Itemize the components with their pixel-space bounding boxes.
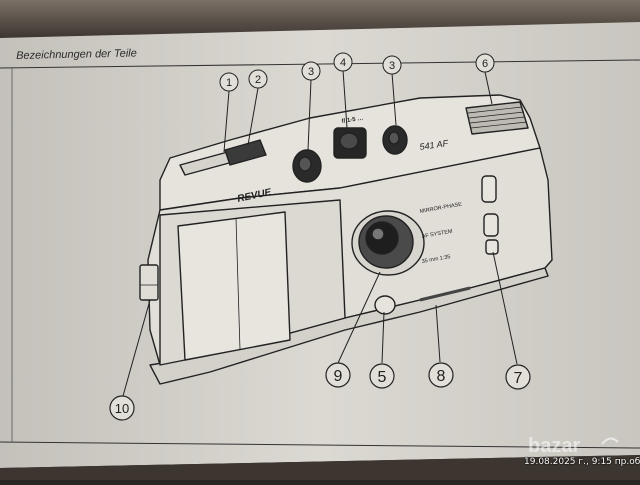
film-door-panel: [177, 211, 291, 361]
callout-3-right: 3: [382, 55, 402, 75]
side-switch-lower: [483, 213, 499, 237]
callout-9-number: 9: [334, 368, 343, 385]
watermark-swoosh-icon: [601, 437, 619, 445]
bazar-watermark-logo: bazar: [528, 435, 619, 457]
callout-8-number: 8: [437, 368, 446, 385]
callout-1: 1: [219, 72, 239, 92]
callout-9: 9: [325, 362, 351, 388]
frame-bottom-line: [0, 441, 640, 449]
photo-timestamp: 19.08.2025 г., 9:15 пр.об.: [524, 457, 640, 467]
side-switch-upper: [481, 175, 497, 203]
callout-3-left-number: 3: [308, 66, 314, 78]
callout-2: 2: [248, 69, 268, 89]
background-bottom: [0, 455, 640, 480]
battery-cover-edge: [419, 286, 471, 302]
watermark-text: bazar: [528, 435, 580, 457]
door-seam: [235, 217, 241, 351]
frame-top-line: [0, 59, 640, 69]
camera-model-label: 541 AF: [419, 138, 449, 152]
callout-10: 10: [109, 395, 135, 421]
camera-top-label: f/ 1-5 …: [341, 116, 363, 125]
flash-grille-lines: [467, 106, 528, 129]
callout-6: 6: [475, 53, 495, 73]
front-text-line-2: AF SYSTEM: [421, 229, 453, 240]
callout-3-left: 3: [301, 61, 321, 81]
strap-lug: [139, 264, 159, 301]
callout-markers: 1 2 3 4 3 6 9 5: [109, 52, 531, 421]
tripod-socket: [374, 295, 396, 315]
viewfinder-highlight: [339, 132, 359, 150]
callout-5: 5: [369, 363, 395, 389]
callout-4: 4: [333, 52, 353, 72]
af-window-right-highlight: [388, 131, 400, 145]
callout-5-number: 5: [378, 369, 387, 386]
callout-7-number: 7: [514, 370, 523, 387]
side-switch-bottom: [485, 239, 499, 255]
callout-6-number: 6: [482, 58, 488, 70]
callout-2-number: 2: [255, 74, 261, 86]
callout-4-number: 4: [340, 57, 346, 69]
af-window-left-highlight: [298, 156, 312, 172]
lens-reflection: [371, 227, 385, 241]
camera-drawing: [139, 94, 553, 385]
callout-10-number: 10: [115, 401, 129, 416]
front-text-line-3: 35 mm 1:35: [421, 254, 451, 265]
callout-1-number: 1: [226, 77, 232, 89]
callout-3-right-number: 3: [389, 60, 395, 72]
page-heading: Bezeichnungen der Teile: [16, 47, 137, 62]
callout-7: 7: [505, 364, 531, 390]
callout-8: 8: [428, 362, 454, 388]
flash-window: [465, 101, 529, 135]
callout-leader-lines: [122, 69, 518, 397]
